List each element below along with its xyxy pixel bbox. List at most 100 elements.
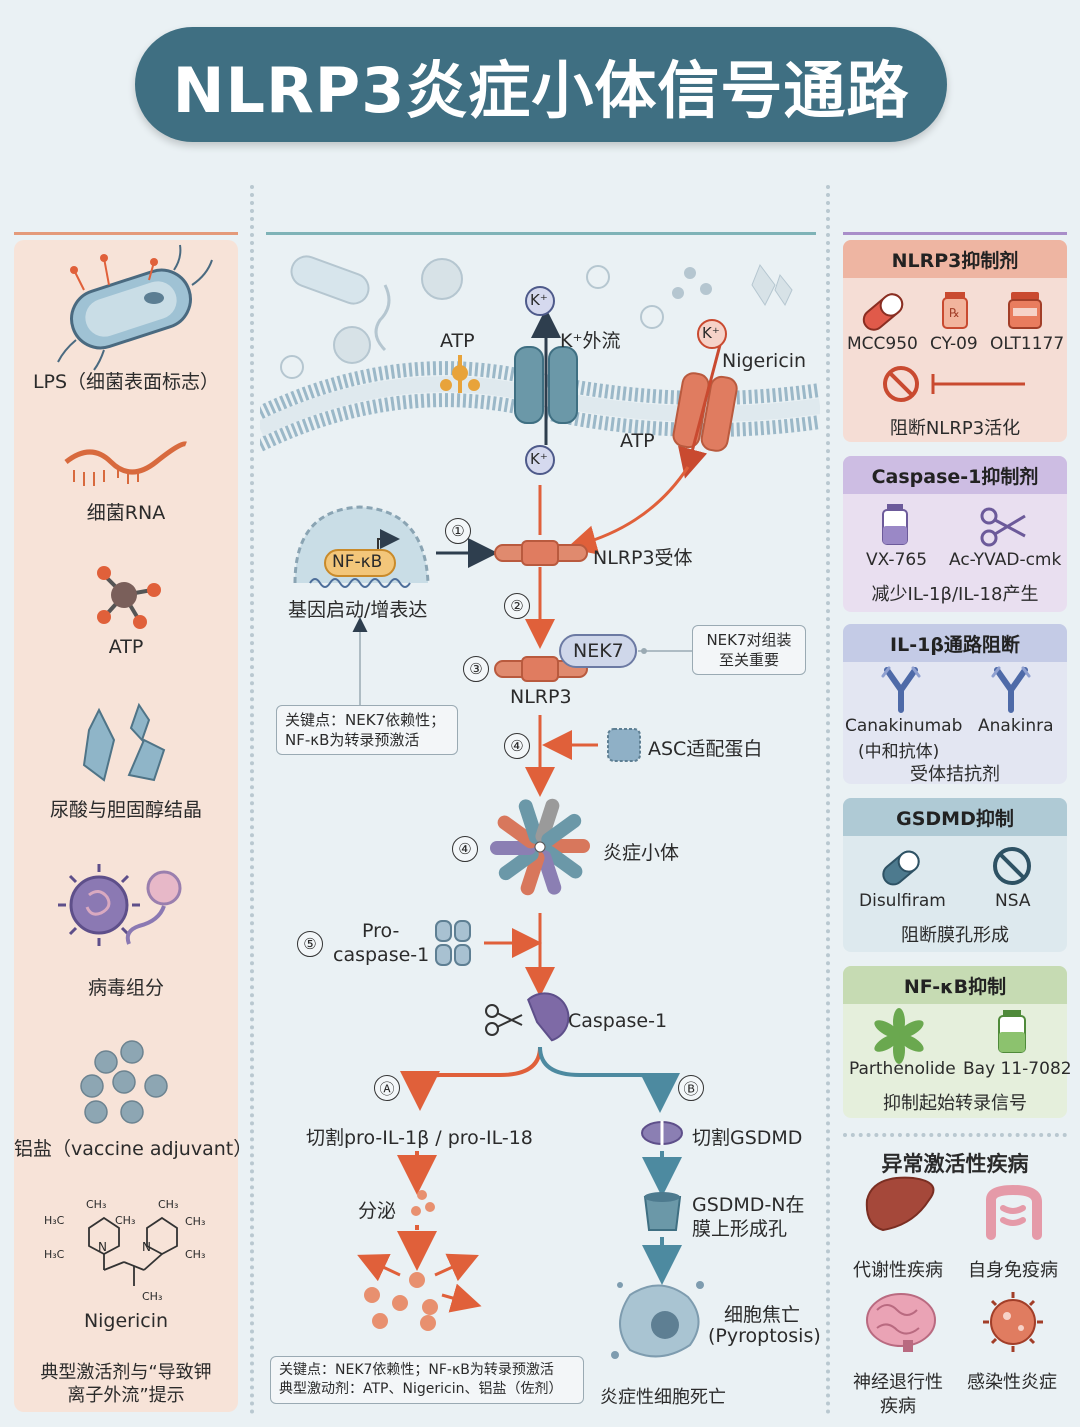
note-nlrp3-block: 阻断NLRP3活化 [889,418,1021,439]
label-lps: LPS（细菌表面标志） [32,371,220,393]
secreted-cytokine-icon [411,1190,435,1216]
step-marker-3: ③ [463,656,489,682]
card-nfkb-inhibition-title: NF-κB抑制 [843,966,1067,1004]
disease-title: 异常激活性疾病 [881,1152,1029,1176]
key-point-line-1: 关键点：NEK7依赖性； [285,711,446,729]
cytokine-burst-icon [357,1253,482,1331]
card-il1-blockade: IL-1β通路阻断 [843,624,1067,784]
virus-icon [58,864,182,946]
rna-icon [64,441,187,486]
drug-bay: Bay 11-7082 [963,1059,1072,1079]
pathway-diagram [260,255,820,1359]
step-marker-1: ① [445,518,471,544]
nfkb-label: NF-κB [332,552,383,572]
key-point-note: 关键点：NEK7依赖性； NF-κB为转录预激活 [276,705,458,755]
drug-acyvad: Ac-YVAD-cmk [949,550,1062,570]
title-banner: NLRP3炎症小体信号通路 [135,27,947,142]
scissors-icon [980,507,1026,547]
rule-right [843,232,1067,235]
drug-nsa: NSA [995,891,1031,911]
block-icon [883,366,1025,402]
card-gsdmd-inhibition-title: GSDMD抑制 [843,798,1067,836]
atp-label-1: ATP [440,330,475,352]
k-ion-top: K⁺ [530,291,548,309]
label-crystal: 尿酸与胆固醇结晶 [49,799,202,821]
page-title: NLRP3炎症小体信号通路 [172,53,910,127]
gsdmd-pore-label-2: 膜上形成孔 [692,1218,788,1240]
crystal-icon [82,702,166,782]
pill-bottle-icon [942,292,968,329]
gsdmd-icon [641,1121,683,1145]
caspase-label: Caspase-1 [568,1010,668,1032]
note-gsdmd: 阻断膜孔形成 [901,925,1009,946]
drug-parthenolide: Parthenolide [849,1059,956,1079]
gene-expression-label: 基因启动/增表达 [288,599,428,621]
k-ion-bottom: K⁺ [530,450,548,468]
chem-ch3-c: CH₃ [158,1198,179,1211]
drug-olt1177: OLT1177 [990,334,1065,354]
disease-neuro: 神经退行性 [853,1372,943,1393]
card-gsdmd-inhibition: GSDMD抑制 [843,798,1067,952]
vial-icon [882,504,908,545]
nigericin-label: Nigericin [722,350,807,372]
chem-ch3-d: CH₃ [185,1215,206,1228]
caspase-scissors-icon [485,992,570,1042]
label-hint-2: 离子外流”提示 [67,1385,185,1406]
nlrp3-receptor-icon [494,540,588,566]
gsdmd-pore-label-1: GSDMD-N在 [692,1194,805,1216]
chem-n-a: N [98,1240,107,1254]
label-nigericin-left: Nigericin [83,1310,169,1332]
chem-h3c-a: H₃C [44,1214,65,1227]
inflammasome-label: 炎症小体 [603,842,680,864]
background-pathogens [280,255,793,379]
divider-right [826,185,830,1415]
note-nfkb: 抑制起始转录信号 [883,1093,1027,1114]
drug-cy09: CY-09 [930,334,978,354]
nek7-note-line-1: NEK7对组装 [706,631,792,649]
potassium-channel-icon [514,308,578,445]
label-hint-1: 典型激活剂与“导致钾 [40,1362,212,1383]
pathogen-icon [983,1292,1043,1352]
label-atp-left: ATP [108,636,144,658]
chem-h3c-b: H₃C [44,1248,65,1261]
drug-vx765: VX-765 [866,550,928,570]
drug-canakinumab-type: (中和抗体) [858,742,940,762]
atp-molecule-icon [97,566,161,629]
card-caspase-inhibitors: Caspase-1抑制剂 [843,456,1067,612]
drug-canakinumab: Canakinumab [845,716,963,736]
pro-caspase-label-1: Pro- [362,920,400,942]
drug-anakinra: Anakinra [978,716,1054,736]
divider-left [250,185,254,1415]
rule-left [14,232,238,235]
rule-center [266,232,816,235]
nlrp3-label: NLRP3 [510,686,572,708]
pyroptotic-cell-icon [611,1281,704,1359]
secrete-label: 分泌 [358,1200,397,1222]
bacterium-icon [57,244,213,371]
disease-autoimmune: 自身免疫病 [968,1260,1058,1281]
capsule-icon [862,293,904,331]
branch-marker-b: Ⓑ [678,1075,704,1101]
rx-symbol: ℞ [949,306,960,320]
brain-icon [866,1293,936,1352]
chem-ch3-a: CH₃ [86,1198,107,1211]
activators-panel [14,240,238,1412]
card-il1-blockade-title: IL-1β通路阻断 [843,624,1067,662]
disease-metabolic: 代谢性疾病 [853,1260,943,1281]
chem-n-b: N [142,1240,151,1254]
disease-divider [843,1133,1067,1137]
drug-disulfiram: Disulfiram [859,891,946,911]
nsa-block-icon [993,847,1031,885]
green-bottle-icon [998,1010,1026,1053]
disease-neuro-2: 疾病 [880,1396,916,1417]
nek7-note-line-2: 至关重要 [718,651,779,669]
step-marker-5: ⑤ [297,931,323,957]
card-nlrp3-inhibitors-title: NLRP3抑制剂 [843,240,1067,278]
membrane-pore-icon [643,1192,682,1231]
medicine-jar-icon [1008,292,1042,329]
drug-mcc950: MCC950 [847,334,918,354]
chem-ch3-e: CH₃ [185,1248,206,1261]
chem-ch3-b: CH₃ [115,1214,136,1227]
nigericin-structure-icon [88,1216,178,1286]
bottom-key-note: 关键点：NEK7依赖性；NF-κB为转录预激活 典型激动剂：ATP、Nigeri… [270,1356,584,1404]
